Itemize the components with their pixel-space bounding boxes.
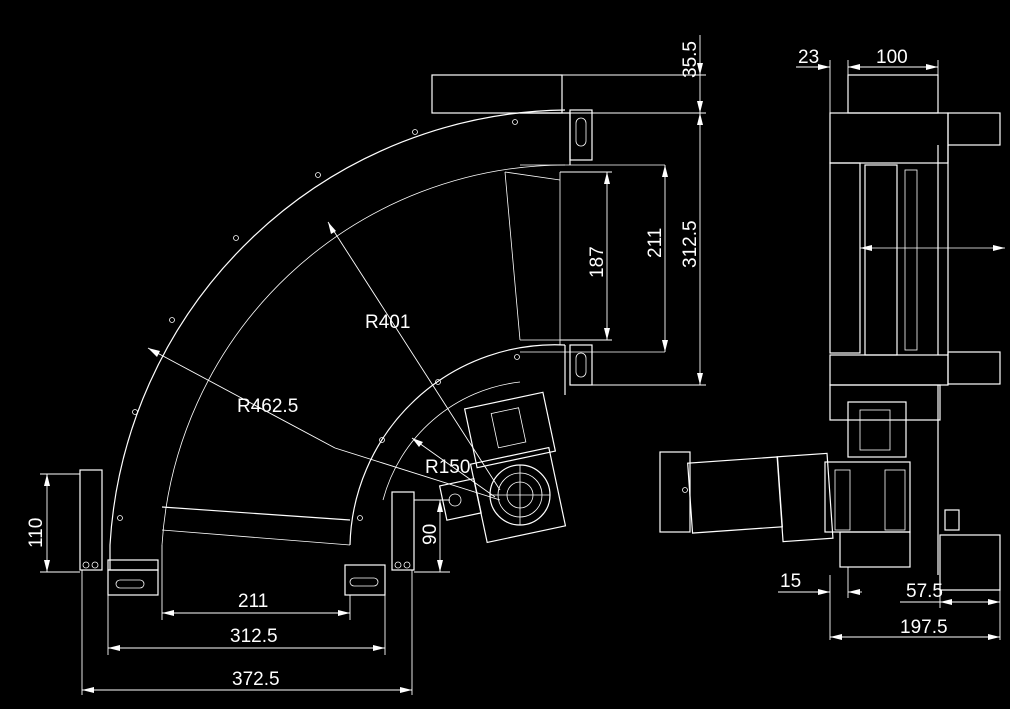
side-bottom-frame [829,354,949,386]
dim-bottom-outer: 372.5 [232,669,280,690]
top-bracket-slot [575,117,587,147]
dim-bottom-inner: 211 [238,591,268,612]
curve-conveyor-top-view: R462.5 R401 R150 211 312.5 372.5 [26,35,706,695]
foot-slot-right [349,577,379,587]
motor-coupling [438,477,482,521]
bottom-roller [161,506,351,521]
side-motor-flange [776,452,834,543]
dim-right-height: 90 [420,524,441,545]
radius-outer-leader [147,347,336,449]
top-bracket [569,109,593,161]
support-leg-right [391,491,415,571]
left-height-dimension [40,473,80,573]
dim-side-top-left: 23 [798,47,819,68]
dim-side-top-width: 100 [876,47,908,68]
side-top-cover [847,74,939,114]
top-roller-shaft [504,171,561,181]
dim-side-bottom-total: 197.5 [900,617,948,638]
motor-assembly [438,391,567,544]
side-gear-rib-2 [884,469,906,531]
inner-arc [349,344,566,546]
dim-left-height: 110 [26,518,47,548]
radius-outer-leader-2 [334,447,501,501]
radius-small-label: R150 [425,457,470,478]
outer-arc [109,109,566,546]
radius-inner-leader [327,221,501,491]
right-vertical-dimensions [560,35,706,386]
side-view: 23 100 15 57.5 197.5 [659,47,1005,640]
side-shaft [904,169,918,351]
side-lower-frame [829,384,941,421]
radius-small-leader [411,437,496,498]
gearbox-detail [490,407,527,449]
arc-bolt-holes [117,119,520,521]
bolt-left-2 [91,561,99,569]
side-bottom-bracket [947,351,1001,385]
bottom-roller-edge [161,529,351,546]
foot-slot-left [115,579,145,589]
support-leg-left [79,469,103,571]
bolt-right-1 [394,561,402,569]
dim-top: 35.5 [680,41,701,78]
dim-side-bottom-left: 15 [780,571,801,592]
dim-bottom-mid: 312.5 [230,626,278,647]
bottom-bracket-slot [575,352,587,378]
side-left-rail [829,162,861,354]
side-motor-body [687,456,783,534]
side-top-bracket [947,112,1001,146]
side-top-frame [829,112,949,164]
foot-plate-left [107,569,159,596]
radius-outer-label: R462.5 [237,396,298,417]
bolt-right-2 [403,561,411,569]
inner-belt-arc [382,381,521,501]
side-base-block [839,531,911,568]
dim-right-outer: 312.5 [680,220,701,268]
side-motor-bolt [682,487,688,493]
dim-right-inner: 187 [587,246,608,278]
bottom-bracket [569,344,593,386]
side-gear-housing [824,461,911,533]
bottom-dimensions [81,545,413,695]
dim-side-bottom-mid: 57.5 [906,581,943,602]
side-gear-rib-1 [834,469,851,531]
side-leg-tab [944,509,960,531]
side-gearbox-detail [859,409,891,451]
coupling-bolt [448,493,462,507]
side-gearbox [847,401,907,458]
right-height-dimension [414,499,450,573]
top-cover [431,74,563,114]
dim-right-mid: 211 [645,228,666,258]
side-top-dimensions [796,60,939,113]
roller-left-edge [504,171,521,341]
bolt-left-1 [82,561,90,569]
side-roller [864,164,898,356]
side-bottom-dimensions [778,567,1001,640]
outer-belt-arc [161,164,566,546]
foot-plate-right [344,564,386,596]
radius-inner-label: R401 [365,312,410,333]
gearbox [463,391,557,469]
bottom-frame-left [107,559,159,571]
side-leg-foot [939,534,1001,591]
side-motor-end [659,451,691,533]
